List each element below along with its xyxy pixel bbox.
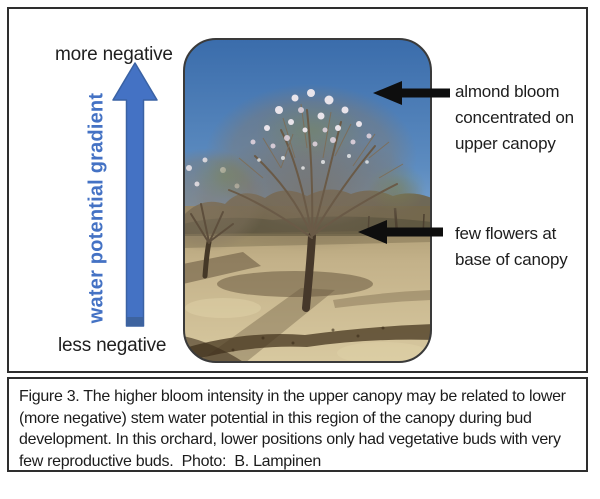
upper-canopy-annotation: almond bloom concentrated on upper canop… — [455, 82, 574, 153]
caption-line-1: Figure 3. The higher bloom intensity in … — [19, 388, 566, 405]
caption-line-4: few reproductive buds. Photo: B. Lampine… — [19, 452, 321, 470]
caption-line-3: development. In this orchard, lower posi… — [19, 431, 561, 448]
photo-main-tree — [193, 84, 427, 312]
lower-canopy-annotation: few flowers at base of canopy — [455, 224, 568, 269]
lower-annotation-arrow-icon — [358, 220, 443, 244]
figure-caption: Figure 3. The higher bloom intensity in … — [7, 377, 588, 472]
caption-line-2: (more negative) stem water potential in … — [19, 409, 532, 427]
orchard-photo — [183, 38, 432, 363]
up-arrow-icon — [112, 62, 158, 327]
upper-annotation-arrow-icon — [373, 81, 450, 105]
photo-border — [183, 38, 432, 363]
gradient-bottom-label: less negative — [58, 335, 167, 356]
photo-blossoms — [250, 89, 372, 170]
gradient-top-label: more negative — [55, 44, 173, 65]
figure-panel: more negative water potential gradient l… — [7, 7, 588, 373]
gradient-axis-label: water potential gradient — [85, 92, 108, 324]
